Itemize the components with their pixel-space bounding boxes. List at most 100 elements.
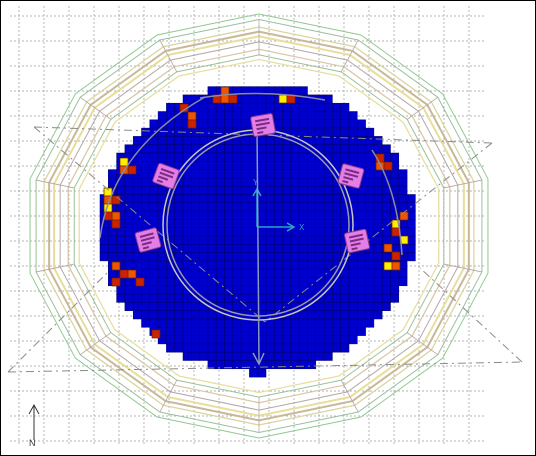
core-cell — [390, 277, 400, 287]
core-cell — [132, 194, 142, 204]
core-cell — [232, 202, 242, 212]
core-cell — [132, 202, 142, 212]
core-cell — [157, 219, 167, 228]
hot-cell — [111, 261, 121, 271]
core-cell — [365, 252, 375, 262]
core-cell — [307, 268, 317, 278]
core-cell — [157, 194, 167, 204]
core-cell — [307, 343, 317, 353]
core-cell — [323, 260, 333, 270]
core-cell — [108, 252, 117, 262]
core-cell — [215, 202, 225, 212]
core-cell — [166, 302, 175, 311]
core-cell — [282, 327, 292, 336]
core-cell — [191, 194, 200, 204]
core-cell — [332, 219, 341, 228]
core-cell — [191, 302, 200, 311]
core-cell — [323, 227, 333, 237]
core-cell — [132, 310, 142, 320]
core-cell — [274, 351, 283, 361]
core-cell — [274, 102, 283, 112]
core-cell — [290, 177, 300, 187]
core-cell — [224, 244, 234, 253]
core-cell — [298, 177, 308, 187]
core-cell — [224, 327, 234, 336]
core-cell — [240, 136, 250, 145]
hot-cell — [135, 277, 145, 287]
core-cell — [274, 111, 283, 121]
core-cell — [323, 318, 333, 328]
core-cell — [282, 102, 292, 112]
core-cell — [298, 202, 308, 212]
y-axis-label: Y — [253, 178, 259, 187]
core-cell — [315, 177, 325, 187]
core-cell — [357, 194, 366, 204]
core-cell — [307, 102, 317, 112]
hot-cell — [111, 195, 121, 205]
core-cell — [365, 185, 375, 195]
core-cell — [307, 94, 317, 104]
core-cell — [315, 144, 325, 154]
core-cell — [199, 244, 209, 253]
core-cell — [240, 327, 250, 336]
core-cell — [149, 185, 159, 195]
core-cell — [290, 127, 300, 137]
core-cell — [232, 185, 242, 195]
core-cell — [249, 277, 258, 287]
core-cell — [257, 202, 267, 212]
core-cell — [124, 219, 134, 228]
core-cell — [323, 351, 333, 361]
core-cell — [224, 277, 234, 287]
core-cell — [323, 327, 333, 336]
core-cell — [406, 244, 416, 253]
core-cell — [249, 293, 258, 303]
core-cell — [157, 318, 167, 328]
core-cell — [307, 235, 317, 245]
core-cell — [215, 152, 225, 162]
core-cell — [232, 343, 242, 353]
core-cell — [307, 194, 317, 204]
core-cell — [348, 136, 358, 145]
core-cell — [282, 169, 292, 179]
core-cell — [232, 285, 242, 295]
core-cell — [132, 136, 142, 145]
hot-cell — [111, 211, 121, 221]
core-cell — [240, 169, 250, 179]
core-cell — [290, 252, 300, 262]
overlay-line-bottom — [7, 361, 523, 373]
core-cell — [274, 360, 283, 370]
core-cell — [257, 235, 267, 245]
core-cell — [108, 235, 117, 245]
core-cell — [390, 169, 400, 179]
hot-cell — [220, 94, 230, 104]
core-cell — [315, 285, 325, 295]
core-cell — [340, 277, 350, 287]
core-cell — [116, 227, 126, 237]
core-cell — [207, 335, 217, 345]
core-cell — [332, 194, 341, 204]
core-cell — [199, 185, 209, 195]
core-cell — [282, 210, 292, 220]
core-cell — [191, 219, 200, 228]
core-cell — [132, 260, 142, 270]
core-cell — [224, 177, 234, 187]
core-cell — [182, 136, 192, 145]
core-cell — [224, 202, 234, 212]
core-cell — [199, 277, 209, 287]
core-cell — [315, 260, 325, 270]
core-cell — [215, 235, 225, 245]
core-cell — [298, 252, 308, 262]
core-cell — [257, 152, 267, 162]
core-cell — [332, 136, 341, 145]
core-cell — [199, 210, 209, 220]
core-cell — [274, 268, 283, 278]
core-cell — [307, 285, 317, 295]
core-cell — [215, 161, 225, 170]
core-cell — [207, 152, 217, 162]
core-cell — [215, 293, 225, 303]
overlay-line-right-low — [419, 267, 523, 363]
core-cell — [298, 260, 308, 270]
ring-connector — [340, 39, 359, 73]
